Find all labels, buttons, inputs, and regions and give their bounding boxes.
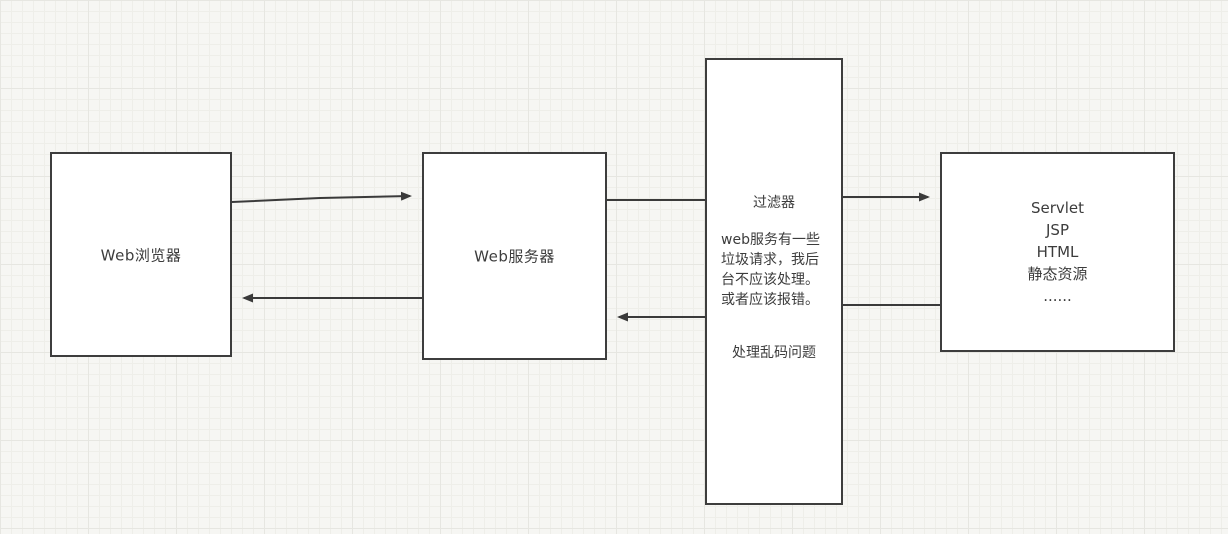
filter-description-line: 垃圾请求，我后	[721, 252, 819, 268]
resources-line-html: HTML	[1036, 243, 1079, 261]
resources-line-jsp: JSP	[1046, 221, 1069, 239]
node-filter: 过滤器 web服务有一些 垃圾请求，我后 台不应该处理。 或者应该报错。 处理乱…	[705, 58, 843, 505]
filter-description: web服务有一些 垃圾请求，我后 台不应该处理。 或者应该报错。	[717, 230, 831, 310]
filter-footer-note: 处理乱码问题	[732, 345, 816, 361]
node-web-server: Web服务器	[422, 152, 607, 360]
resources-line-servlet: Servlet	[1030, 199, 1085, 217]
filter-title: 过滤器	[753, 195, 795, 211]
node-resources: Servlet JSP HTML 静态资源 ......	[940, 152, 1175, 352]
filter-content: 过滤器 web服务有一些 垃圾请求，我后 台不应该处理。 或者应该报错。 处理乱…	[707, 60, 841, 362]
filter-description-line: 台不应该处理。	[721, 272, 819, 288]
web-browser-label: Web浏览器	[100, 246, 182, 264]
node-web-browser: Web浏览器	[50, 152, 232, 357]
resources-content: Servlet JSP HTML 静态资源 ......	[942, 197, 1173, 307]
resources-line-ellipsis: ......	[1043, 287, 1072, 305]
filter-description-line: 或者应该报错。	[721, 292, 819, 308]
web-server-label: Web服务器	[474, 247, 555, 266]
arrow-browser-to-server	[231, 191, 412, 203]
resources-line-static: 静态资源	[1027, 265, 1088, 283]
filter-description-line: web服务有一些	[721, 232, 820, 248]
